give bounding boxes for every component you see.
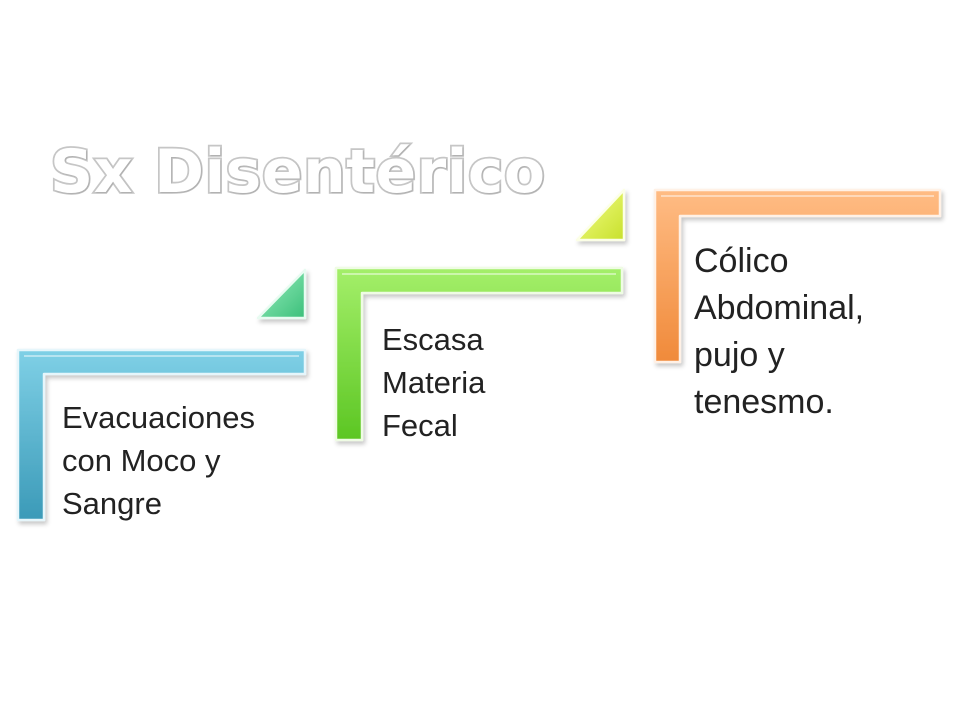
step-3-line-2: Abdominal, [694, 289, 865, 327]
step-2-line-1: Escasa [382, 322, 484, 357]
slide-title: Sx Disentérico [48, 135, 547, 209]
step-2-arrow [575, 188, 626, 242]
step-2-corner-bracket [334, 266, 624, 442]
step-1-arrow [256, 268, 307, 320]
step-3-line-1: Cólico [694, 242, 789, 280]
step-3-corner-bracket [653, 188, 942, 364]
step-1-text: Evacuaciones con Moco y Sangre [62, 396, 255, 525]
step-1-line-1: Evacuaciones [62, 400, 256, 435]
step-2-line-3: Fecal [382, 408, 458, 443]
step-1-line-3: Sangre [62, 486, 162, 521]
step-3-line-4: tenesmo. [694, 383, 834, 421]
step-1-corner-bracket [16, 348, 307, 522]
step-1-line-2: con Moco y [62, 443, 221, 478]
step-2-text: Escasa Materia Fecal [382, 318, 485, 447]
step-3-text: Cólico Abdominal, pujo y tenesmo. [694, 238, 864, 426]
step-3-line-3: pujo y [694, 336, 785, 374]
step-2-line-2: Materia [382, 365, 486, 400]
